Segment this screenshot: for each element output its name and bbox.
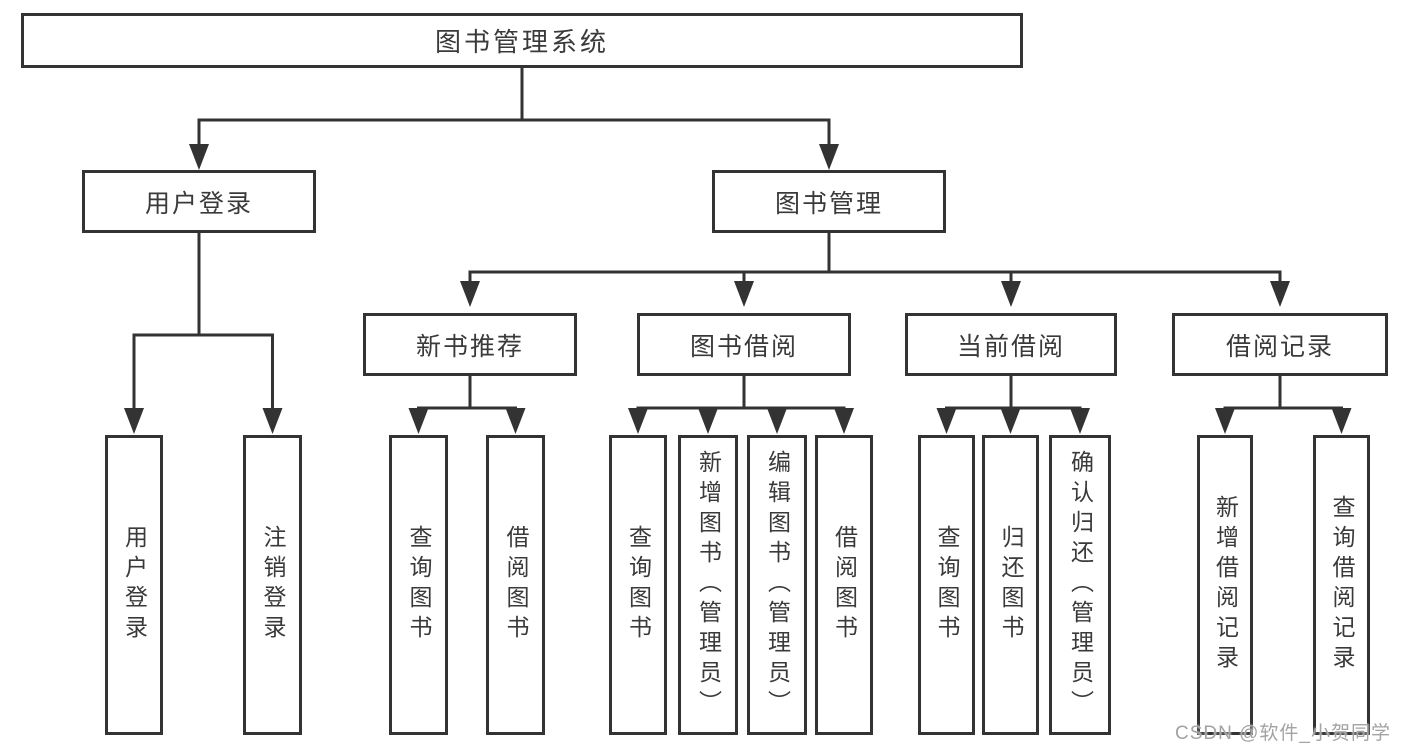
arrowhead <box>460 281 480 307</box>
arrowhead <box>834 408 854 434</box>
arrowhead <box>505 408 526 434</box>
node-edit-books-admin: 编辑图书（管理员） <box>747 435 807 735</box>
arrowhead <box>408 408 429 434</box>
arrowhead <box>124 408 144 434</box>
connector-borrowing-records <box>1223 374 1343 416</box>
arrowhead <box>628 408 648 434</box>
arrowhead <box>698 408 718 434</box>
arrowhead <box>819 144 839 170</box>
arrowhead <box>1000 408 1021 434</box>
node-leaf-logout: 注销登录 <box>243 435 302 735</box>
arrowhead <box>734 281 754 307</box>
node-borrow-books-borrowing: 借阅图书 <box>815 435 873 735</box>
connector-current-borrowing <box>945 374 1082 416</box>
arrowhead <box>262 408 283 434</box>
arrowhead <box>936 408 957 434</box>
node-confirm-return-admin: 确认归还（管理员） <box>1049 435 1111 735</box>
node-query-books-borrowing: 查询图书 <box>609 435 667 735</box>
node-add-borrow-record: 新增借阅记录 <box>1197 435 1253 735</box>
node-return-books: 归还图书 <box>982 435 1039 735</box>
connector-user-login <box>132 231 274 416</box>
node-current-borrowing: 当前借阅 <box>905 313 1117 376</box>
node-book-management: 图书管理 <box>712 170 946 233</box>
arrowhead <box>1215 408 1235 434</box>
arrowhead <box>1331 408 1352 434</box>
node-query-books-current: 查询图书 <box>918 435 975 735</box>
connector-book-management <box>468 231 1282 289</box>
node-borrowing-records: 借阅记录 <box>1172 313 1388 376</box>
node-leaf-user-login: 用户登录 <box>105 435 163 735</box>
node-user-login: 用户登录 <box>82 170 316 233</box>
node-add-books-admin: 新增图书（管理员） <box>678 435 738 735</box>
connector-book-borrowing <box>636 374 846 416</box>
arrowhead <box>767 408 787 434</box>
arrowhead <box>1070 408 1090 434</box>
node-library-system: 图书管理系统 <box>21 13 1023 68</box>
arrowhead <box>1001 281 1021 307</box>
arrowhead <box>189 144 209 170</box>
node-query-books-recommend: 查询图书 <box>389 435 448 735</box>
node-query-borrow-record: 查询借阅记录 <box>1313 435 1370 735</box>
csdn-watermark: CSDN @软件_小贺同学 <box>1175 723 1391 744</box>
node-borrow-books-recommend: 借阅图书 <box>486 435 545 735</box>
node-book-borrowing: 图书借阅 <box>637 313 851 376</box>
node-new-book-recommend: 新书推荐 <box>363 313 577 376</box>
connector-root <box>197 66 831 152</box>
connector-new-book-recommend <box>417 374 517 416</box>
arrowhead <box>1270 281 1290 307</box>
